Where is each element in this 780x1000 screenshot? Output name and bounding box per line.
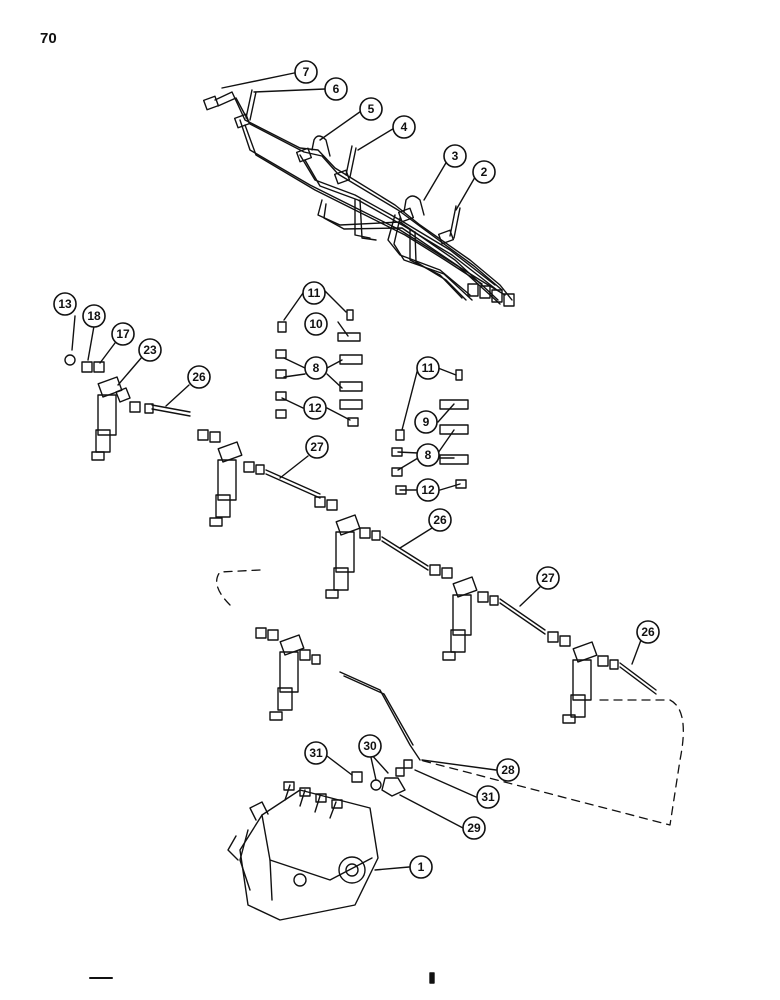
callout-26: 26 [428,508,452,532]
svg-text:28: 28 [501,763,515,777]
svg-text:31: 31 [481,790,495,804]
callout-7: 7 [294,60,318,84]
svg-text:9: 9 [423,415,430,429]
callout-10: 10 [304,312,328,336]
callout-12: 12 [416,478,440,502]
callout-5: 5 [359,97,383,121]
callout-27: 27 [305,435,329,459]
svg-text:8: 8 [313,361,320,375]
svg-text:27: 27 [541,571,555,585]
fitting-nuts [64,354,619,670]
svg-text:10: 10 [309,317,323,331]
callout-11: 11 [302,281,326,305]
callout-4: 4 [392,115,416,139]
callout-27: 27 [536,566,560,590]
nozzle-holder-2 [209,441,243,527]
callout-13: 13 [53,292,77,316]
callout-9: 9 [414,410,438,434]
callout-28: 28 [496,758,520,782]
svg-text:2: 2 [481,165,488,179]
svg-text:13: 13 [58,297,72,311]
callout-26: 26 [636,620,660,644]
svg-text:17: 17 [116,327,130,341]
svg-text:30: 30 [363,739,377,753]
svg-text:23: 23 [143,343,157,357]
svg-text:18: 18 [87,309,101,323]
callout-29: 29 [462,816,486,840]
svg-text:8: 8 [425,448,432,462]
callout-26: 26 [187,365,211,389]
nozzle-holder-3 [325,514,361,599]
callout-6: 6 [324,77,348,101]
callout-17: 17 [111,322,135,346]
callout-11: 11 [416,356,440,380]
svg-text:7: 7 [303,65,310,79]
svg-text:27: 27 [310,440,324,454]
page-number: 70 [40,30,57,47]
svg-text:4: 4 [401,120,408,134]
callout-3: 3 [443,144,467,168]
svg-text:12: 12 [308,401,322,415]
svg-text:31: 31 [309,746,323,760]
callout-2: 2 [472,160,496,184]
callout-18: 18 [82,304,106,328]
svg-text:26: 26 [433,513,447,527]
callout-23: 23 [138,338,162,362]
svg-text:3: 3 [452,149,459,163]
svg-text:29: 29 [467,821,481,835]
svg-text:26: 26 [641,625,655,639]
callout-31: 31 [476,785,500,809]
svg-text:5: 5 [368,102,375,116]
svg-text:6: 6 [333,82,340,96]
injection-line-bundle [202,89,515,307]
callout-31: 31 [304,741,328,765]
clamp-set-2 [391,369,469,495]
callout-30: 30 [358,734,382,758]
svg-text:26: 26 [192,370,206,384]
banjo-fitting [351,759,413,797]
injection-pump [227,781,379,921]
callout-12: 12 [303,396,327,420]
svg-text:12: 12 [421,483,435,497]
svg-text:11: 11 [308,286,321,300]
callout-1: 1 [409,855,433,879]
svg-text:1: 1 [418,860,425,874]
nozzle-holder-4 [442,576,478,661]
callout-8: 8 [416,443,440,467]
svg-text:11: 11 [422,361,435,375]
callout-8: 8 [304,356,328,380]
nozzle-holder-5 [269,634,305,721]
nozzle-holder-1 [91,376,131,461]
nozzle-holder-6 [562,641,598,724]
